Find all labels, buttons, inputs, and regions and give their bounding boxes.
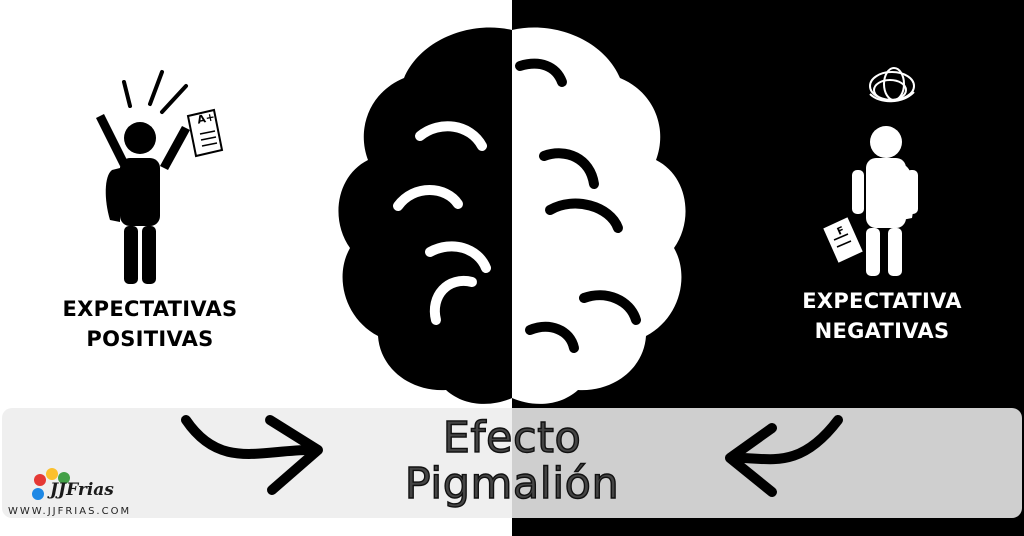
sad-student-icon [852,126,918,276]
paper-a-plus-icon [186,108,224,158]
positive-label-line-2: POSITIVAS [86,327,214,351]
logo-name: JJFrias [50,480,114,500]
brain-right-half-icon [512,27,686,404]
logo-url: WWW.JJFRIAS.COM [8,506,132,517]
negative-expectations-label: EXPECTATIVA NEGATIVAS [782,286,982,346]
scribble-icon [869,67,915,103]
title-line-1: Efecto [442,413,582,463]
negative-label-line-1: EXPECTATIVA [802,289,962,313]
positive-expectations-label: EXPECTATIVAS POSITIVAS [40,294,260,354]
negative-label-line-2: NEGATIVAS [814,319,950,343]
paper-f-icon [820,214,866,266]
happy-student-icon [96,70,190,284]
brain-left-half-icon [338,27,512,404]
positive-label-line-1: EXPECTATIVAS [62,297,238,321]
title-line-2: Pigmalión [404,459,620,509]
